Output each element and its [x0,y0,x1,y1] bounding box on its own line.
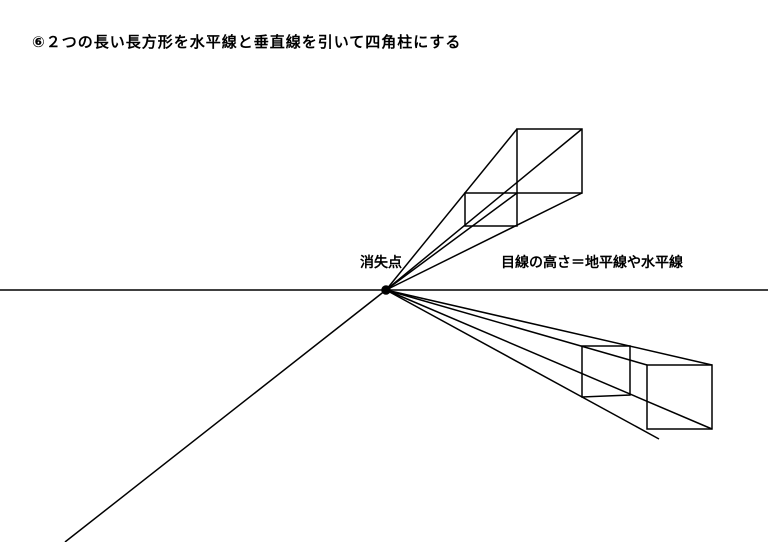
upper-vp-line [385,192,518,291]
lower-vp-line [385,289,713,430]
lower-front-rect [646,364,713,430]
upper-vp-line [385,192,583,291]
lower-vp-line [385,289,648,366]
upper-vp-line [385,128,583,291]
upper-vp-line [385,128,518,291]
eye-level-label: 目線の高さ＝地平線や水平線 [501,255,683,271]
ground-guide-line [64,289,387,542]
lower-vp-line [385,289,660,440]
upper-back-rect [464,192,518,227]
lower-back-rect [581,345,631,398]
upper-front-rect [516,128,583,194]
vanishing-point-label: 消失点 [360,255,402,271]
vanishing-point-dot [381,285,391,295]
lower-prism [385,289,713,440]
lower-vp-line [385,289,713,366]
upper-prism [385,128,583,291]
page-title: ⑥２つの長い長方形を水平線と垂直線を引いて四角柱にする [32,33,462,51]
